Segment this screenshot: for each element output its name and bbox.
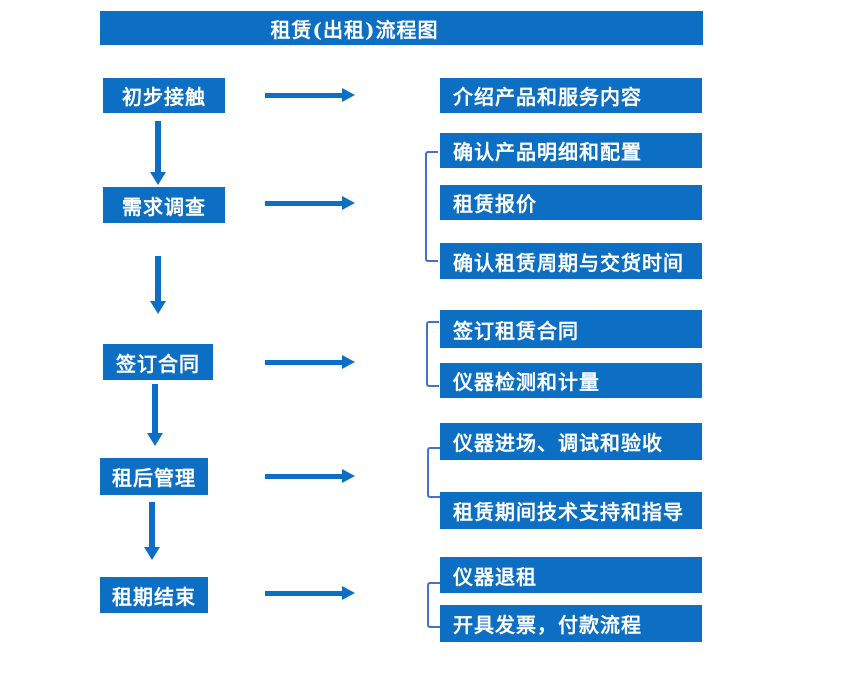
step-box-initial-contact: 初步接触 (103, 78, 225, 113)
arrow-right-icon (265, 355, 355, 369)
left-bracket-connector (427, 582, 440, 628)
arrow-head (342, 355, 355, 369)
arrow-shaft (155, 256, 161, 301)
arrow-right-icon (265, 469, 355, 483)
arrow-head (144, 547, 160, 560)
step-box-post-rental-management: 租后管理 (100, 458, 208, 495)
arrow-head (342, 586, 355, 600)
detail-box-technical-support: 租赁期间技术支持和指导 (440, 492, 702, 529)
arrow-head (147, 433, 163, 446)
arrow-shaft (265, 92, 344, 98)
detail-box-rental-quote: 租赁报价 (440, 185, 702, 220)
arrow-shaft (265, 200, 344, 206)
arrow-right-icon (265, 88, 355, 102)
left-bracket-connector (427, 447, 440, 498)
arrow-head (342, 196, 355, 210)
flowchart-title: 租赁(出租)流程图 (100, 11, 703, 45)
detail-box-instrument-testing: 仪器检测和计量 (440, 363, 702, 398)
arrow-down-icon (150, 121, 166, 185)
arrow-head (342, 88, 355, 102)
step-box-rental-end: 租期结束 (100, 577, 208, 613)
left-bracket-connector (425, 151, 438, 262)
arrow-right-icon (265, 586, 355, 600)
detail-box-instrument-setup: 仪器进场、调试和验收 (440, 423, 702, 460)
arrow-shaft (265, 359, 344, 365)
detail-box-confirm-rental-period: 确认租赁周期与交货时间 (440, 243, 702, 279)
arrow-down-icon (150, 256, 166, 314)
arrow-shaft (265, 473, 344, 479)
detail-box-invoice-payment: 开具发票，付款流程 (440, 605, 702, 642)
detail-box-introduce-products: 介绍产品和服务内容 (440, 78, 702, 113)
arrow-head (150, 172, 166, 185)
arrow-shaft (152, 384, 158, 433)
step-box-sign-contract: 签订合同 (103, 344, 213, 380)
arrow-shaft (149, 502, 155, 547)
arrow-down-icon (147, 384, 163, 446)
detail-box-instrument-return: 仪器退租 (440, 557, 702, 593)
arrow-shaft (155, 121, 161, 172)
detail-box-sign-rental-contract: 签订租赁合同 (440, 310, 702, 348)
arrow-down-icon (144, 502, 160, 560)
arrow-shaft (265, 590, 344, 596)
arrow-right-icon (265, 196, 355, 210)
step-box-demand-survey: 需求调查 (103, 187, 225, 223)
arrow-head (342, 469, 355, 483)
left-bracket-connector (426, 321, 439, 387)
arrow-head (150, 301, 166, 314)
detail-box-confirm-product-config: 确认产品明细和配置 (440, 133, 702, 168)
